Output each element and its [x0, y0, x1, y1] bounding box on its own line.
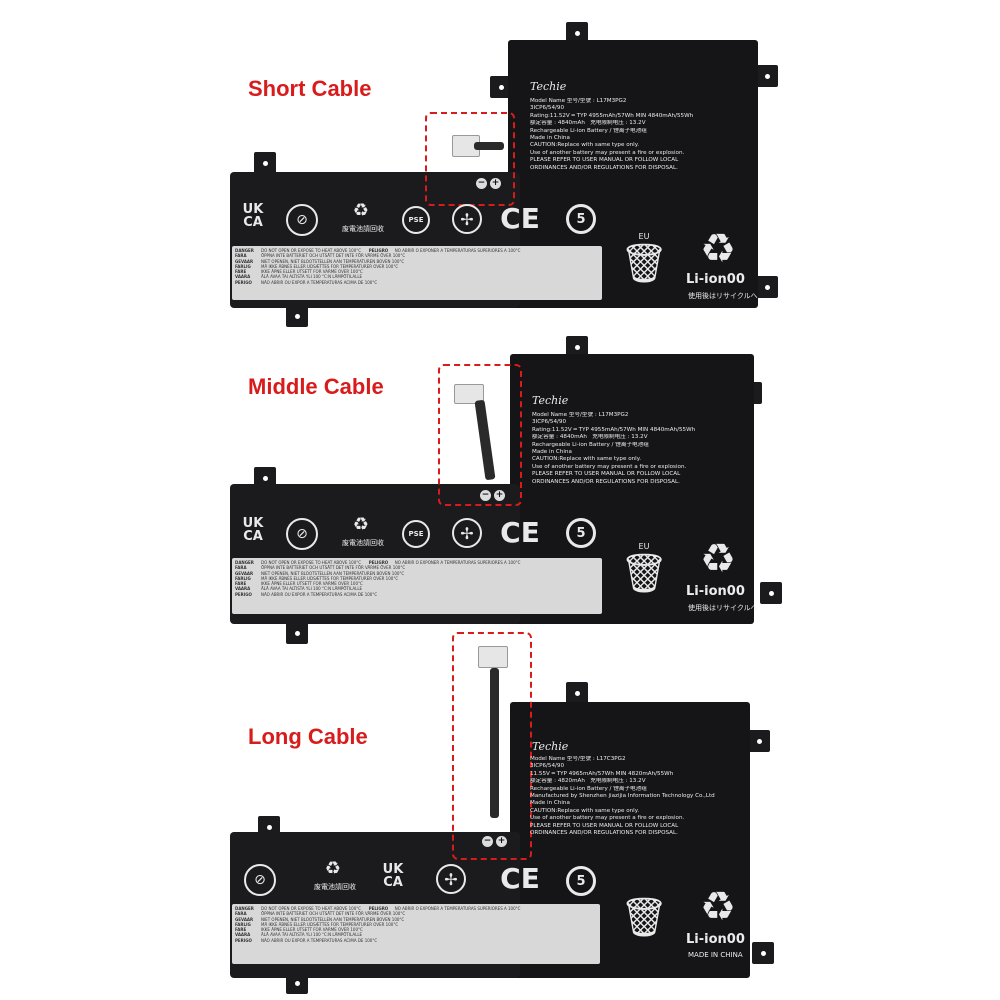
cable-highlight — [438, 364, 522, 506]
recycle-cn-icon: ♻ — [324, 857, 342, 879]
polarity-marks: −+ — [480, 490, 505, 501]
circle-target-icon: ✢ — [452, 204, 482, 234]
no-fire-icon: ⊘ — [286, 518, 318, 550]
section-title: Short Cable — [248, 76, 372, 101]
ce-mark-icon: CE — [500, 201, 540, 235]
recycle-type-text: Li-ion00 — [686, 584, 745, 599]
ce-mark-icon: CE — [500, 861, 540, 895]
mount-tab — [286, 622, 308, 644]
brand-logo: Techie — [530, 80, 567, 93]
number-five-icon: 5 — [566, 204, 596, 234]
cable-wire — [490, 668, 499, 818]
mount-tab — [286, 305, 308, 327]
mount-tab — [748, 730, 770, 752]
polarity-marks: −+ — [482, 836, 507, 847]
recycle-sub-text: 使用後はリサイクルへ — [688, 604, 758, 612]
brand-logo: Techie — [532, 394, 569, 407]
mount-tab — [760, 582, 782, 604]
mount-tab — [254, 467, 276, 489]
recycle-cn-text: 废電池請回收 — [342, 539, 384, 547]
mount-tab — [490, 76, 512, 98]
cable-connector — [454, 384, 484, 404]
eu-crossed-bin-icon: EU🗑 — [619, 232, 669, 285]
spec-block: Model Name 型号/型號 : L17M3PG2 3ICP6/54/90 … — [530, 98, 694, 171]
mount-tab — [566, 682, 588, 704]
section-title: Middle Cable — [248, 374, 384, 399]
pse-icon: PSE — [402, 206, 430, 234]
polarity-marks: −+ — [476, 178, 501, 189]
mount-tab — [566, 336, 588, 358]
crossed-bin-icon: 🗑 — [619, 894, 669, 939]
circle-target-icon: ✢ — [436, 864, 466, 894]
eu-crossed-bin-icon: EU🗑 — [619, 542, 669, 595]
brand-logo: Techie — [532, 740, 569, 753]
recycle-type-text: Li-ion00 — [686, 932, 745, 947]
recycle-cn-text: 废電池請回收 — [342, 225, 384, 233]
cable-highlight — [452, 632, 532, 860]
circle-target-icon: ✢ — [452, 518, 482, 548]
mount-tab — [254, 152, 276, 174]
recycle-cn-icon: ♻ — [352, 199, 370, 221]
number-five-icon: 5 — [566, 518, 596, 548]
mount-tab — [566, 22, 588, 44]
recycle-sub-text: MADE IN CHINA — [688, 951, 743, 959]
recycle-sub-text: 使用後はリサイクルへ — [688, 292, 758, 300]
recycle-cn-text: 废電池請回收 — [314, 883, 356, 891]
cable-wire — [474, 142, 504, 150]
section-title: Long Cable — [248, 724, 368, 749]
pse-icon: PSE — [402, 520, 430, 548]
cable-connector — [478, 646, 508, 668]
recycle-cn-icon: ♻ — [352, 513, 370, 535]
no-fire-icon: ⊘ — [244, 864, 276, 896]
recycle-type-text: Li-ion00 — [686, 272, 745, 287]
recycle-icon: ♻ — [700, 536, 736, 582]
no-fire-icon: ⊘ — [286, 204, 318, 236]
number-five-icon: 5 — [566, 866, 596, 896]
mount-tab — [752, 942, 774, 964]
mount-tab — [756, 65, 778, 87]
cable-highlight — [425, 112, 515, 206]
spec-block: Model Name 型号/型號 : L17C3PG2 3ICP6/54/90 … — [530, 756, 715, 837]
ce-mark-icon: CE — [500, 515, 540, 549]
mount-tab — [756, 276, 778, 298]
recycle-icon: ♻ — [700, 884, 736, 930]
spec-block: Model Name 型号/型號 : L17M3PG2 3ICP6/54/90 … — [532, 412, 696, 485]
recycle-icon: ♻ — [700, 226, 736, 272]
